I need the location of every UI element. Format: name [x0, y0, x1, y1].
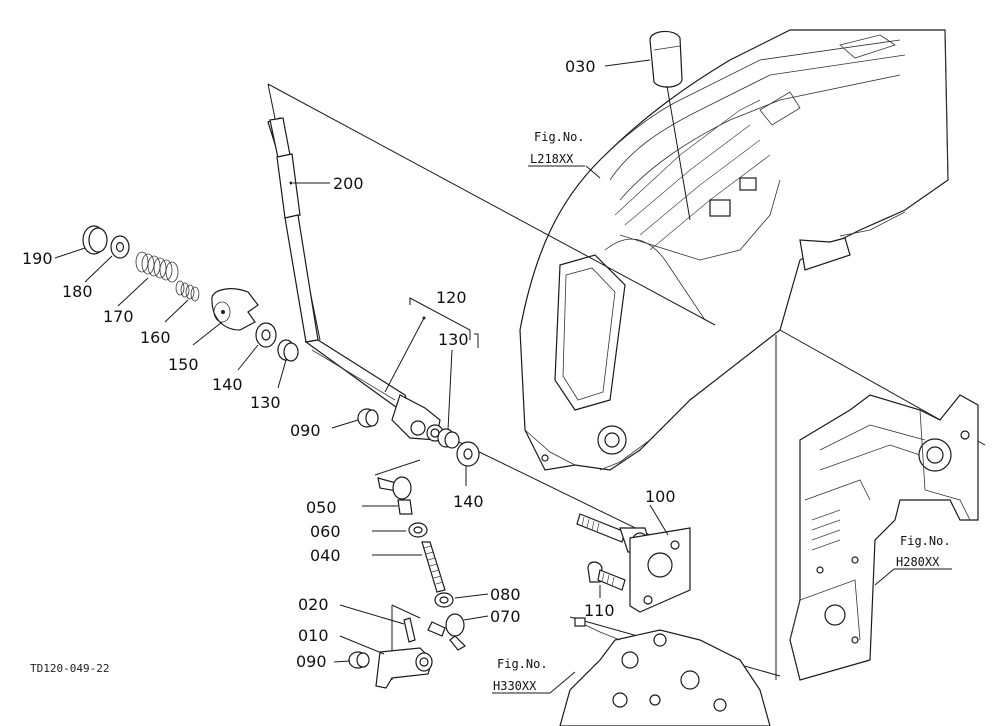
callout-140-right: 140	[453, 492, 484, 511]
bracket-120	[409, 297, 479, 348]
callout-050: 050	[306, 498, 337, 517]
ball-joint-050	[377, 476, 413, 515]
frame-assembly	[789, 394, 979, 681]
nut-090a	[357, 408, 379, 428]
bolt-110	[587, 561, 626, 591]
nut-060	[408, 522, 428, 538]
collar-130a	[277, 339, 299, 362]
callout-160: 160	[140, 328, 171, 347]
collar-130b	[437, 428, 460, 449]
callout-200: 200	[333, 174, 364, 193]
valve-assembly	[559, 617, 771, 726]
callout-140-left: 140	[212, 375, 243, 394]
spring-160	[175, 280, 200, 302]
callout-090-bottom: 090	[296, 652, 327, 671]
callout-150: 150	[168, 355, 199, 374]
fender-assembly	[519, 29, 949, 471]
arm-010	[375, 647, 433, 689]
callout-110: 110	[584, 601, 615, 620]
ref-valve-line2: H330XX	[493, 679, 537, 693]
knob-030	[649, 30, 691, 221]
callout-190: 190	[22, 249, 53, 268]
lever-200	[267, 117, 444, 442]
collar-190	[82, 225, 108, 255]
callout-130-right: 130	[438, 330, 469, 349]
washer-140b	[456, 441, 480, 467]
pin-020	[403, 617, 416, 643]
ref-fender-line1: Fig.No.	[534, 130, 585, 144]
callout-170: 170	[103, 307, 134, 326]
rod-040	[421, 541, 446, 593]
callout-060: 060	[310, 522, 341, 541]
ball-joint-070	[427, 613, 466, 651]
ref-frame-line1: Fig.No.	[900, 534, 951, 548]
callout-010: 010	[298, 626, 329, 645]
spring-170	[135, 251, 179, 283]
drawing-code: TD120-049-22	[30, 662, 109, 675]
plate-100	[629, 527, 691, 613]
ref-frame-line2: H280XX	[896, 555, 940, 569]
callout-120: 120	[436, 288, 467, 307]
callout-180: 180	[62, 282, 93, 301]
callout-070: 070	[490, 607, 521, 626]
ref-valve-line1: Fig.No.	[497, 657, 548, 671]
callout-040: 040	[310, 546, 341, 565]
nut-090b	[348, 651, 370, 669]
nut-080	[434, 592, 454, 608]
holder-150	[211, 288, 259, 331]
callout-130-left: 130	[250, 393, 281, 412]
washer-180	[110, 235, 130, 259]
callout-020: 020	[298, 595, 329, 614]
callout-100: 100	[645, 487, 676, 506]
callout-090-top: 090	[290, 421, 321, 440]
ref-fender-line2: L218XX	[530, 152, 574, 166]
washer-140a	[255, 322, 277, 348]
callout-030: 030	[565, 57, 596, 76]
callout-080: 080	[490, 585, 521, 604]
